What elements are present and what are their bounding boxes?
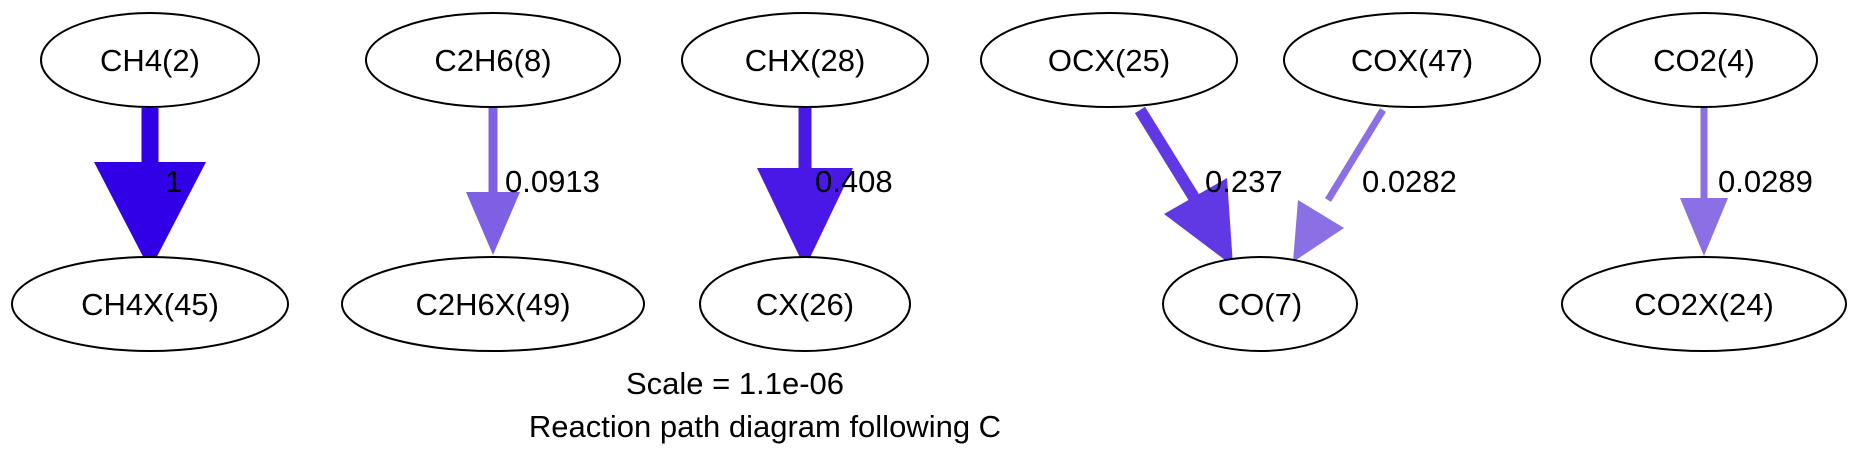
edge-label-ch4-to-ch4x: 1 <box>165 164 182 199</box>
node-c2h6-label: C2H6(8) <box>434 43 551 78</box>
node-chx-label: CHX(28) <box>745 43 866 78</box>
node-ch4x-ellipse <box>11 256 289 352</box>
edge-cox-to-co <box>1293 108 1386 262</box>
node-c2h6-ellipse <box>365 12 621 108</box>
node-cox-label: COX(47) <box>1351 43 1473 78</box>
edge-ocx-to-co <box>1134 106 1233 266</box>
edge-label-chx-to-cx: 0.408 <box>815 164 893 199</box>
node-ch4-ellipse <box>40 12 260 108</box>
edge-cox-to-co-arrowhead <box>1293 200 1344 262</box>
edge-label-ocx-to-co: 0.237 <box>1205 164 1283 199</box>
edge-c2h6-to-c2h6x <box>466 108 520 255</box>
edge-ch4-to-ch4x-arrowhead <box>94 162 206 270</box>
node-co2x-label: CO2X(24) <box>1634 287 1774 322</box>
node-chx-ellipse <box>681 12 929 108</box>
edge-chx-to-cx <box>757 108 853 268</box>
node-co: CO(7) <box>1162 256 1358 352</box>
edge-chx-to-cx-arrowhead <box>757 168 853 268</box>
node-co2-label: CO2(4) <box>1653 43 1755 78</box>
node-cox: COX(47) <box>1283 12 1541 108</box>
edge-ch4-to-ch4x <box>94 108 206 270</box>
edge-c2h6-to-c2h6x-arrowhead <box>466 192 520 255</box>
node-ch4x-label: CH4X(45) <box>81 287 219 322</box>
edge-ocx-to-co-arrowhead <box>1164 178 1233 266</box>
node-ocx-label: OCX(25) <box>1048 43 1170 78</box>
node-co2x-ellipse <box>1561 256 1847 352</box>
node-co-ellipse <box>1162 256 1358 352</box>
diagram-scale: Scale = 1.1e-06 <box>626 366 844 401</box>
node-ch4-label: CH4(2) <box>100 43 200 78</box>
node-co-label: CO(7) <box>1218 287 1302 322</box>
node-co2-ellipse <box>1590 12 1818 108</box>
node-ocx: OCX(25) <box>980 12 1238 108</box>
diagram-title: Reaction path diagram following C <box>529 409 1001 444</box>
node-c2h6: C2H6(8) <box>365 12 621 108</box>
node-ch4: CH4(2) <box>40 12 260 108</box>
node-chx: CHX(28) <box>681 12 929 108</box>
edge-label-c2h6-to-c2h6x: 0.0913 <box>505 164 600 199</box>
edge-label-co2-to-co2x: 0.0289 <box>1718 164 1813 199</box>
edge-co2-to-co2x-arrowhead <box>1680 198 1728 256</box>
node-co2x: CO2X(24) <box>1561 256 1847 352</box>
node-ocx-ellipse <box>980 12 1238 108</box>
node-cox-ellipse <box>1283 12 1541 108</box>
node-co2: CO2(4) <box>1590 12 1818 108</box>
edge-label-cox-to-co: 0.0282 <box>1362 164 1457 199</box>
node-cx-ellipse <box>699 256 911 352</box>
node-c2h6x-label: C2H6X(49) <box>415 287 570 322</box>
node-cx: CX(26) <box>699 256 911 352</box>
node-c2h6x: C2H6X(49) <box>341 256 645 352</box>
edge-co2-to-co2x <box>1680 108 1728 256</box>
node-c2h6x-ellipse <box>341 256 645 352</box>
node-ch4x: CH4X(45) <box>11 256 289 352</box>
edge-ocx-to-co-shaft <box>1134 106 1204 208</box>
node-cx-label: CX(26) <box>756 287 854 322</box>
edge-cox-to-co-shaft <box>1325 108 1386 202</box>
